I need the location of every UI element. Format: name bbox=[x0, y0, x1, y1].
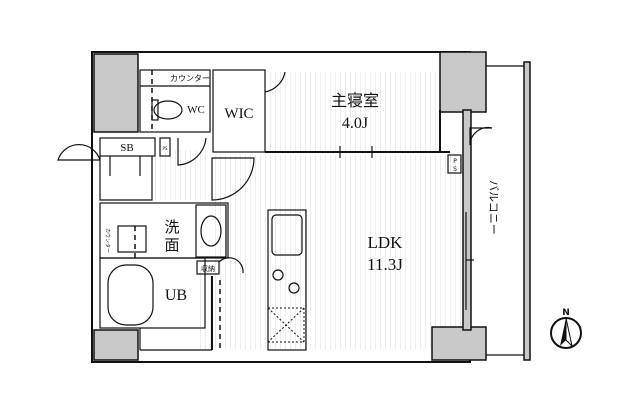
sink-icon bbox=[271, 214, 303, 256]
exterior-wall-right bbox=[462, 109, 472, 331]
ldk-label: LDK bbox=[368, 233, 404, 252]
bedroom-label: 主寝室 bbox=[331, 91, 379, 110]
ub-label: UB bbox=[165, 287, 187, 304]
wc-room bbox=[139, 69, 211, 133]
ldk-door[interactable] bbox=[211, 157, 255, 201]
shoe-box bbox=[99, 137, 156, 157]
entrance-door[interactable] bbox=[57, 144, 101, 161]
column-bottom-right bbox=[431, 326, 487, 361]
sb-label: SB bbox=[120, 142, 133, 154]
washbasin-icon bbox=[200, 215, 222, 247]
wic-door[interactable] bbox=[264, 71, 286, 93]
wc-door[interactable] bbox=[177, 137, 207, 166]
counter-side-label: カウンター bbox=[104, 228, 111, 253]
compass-label: N bbox=[562, 308, 570, 318]
balcony-rail bbox=[523, 61, 531, 361]
stove-burner-icon bbox=[272, 269, 284, 281]
toilet-icon bbox=[153, 100, 183, 120]
washroom-label-2: 面 bbox=[164, 238, 179, 254]
entrance-flooring bbox=[152, 150, 210, 200]
stove-burner-icon bbox=[288, 282, 300, 294]
bathtub-icon bbox=[107, 264, 154, 326]
washing-machine bbox=[117, 225, 147, 253]
unit-bath bbox=[99, 257, 206, 329]
column-top-left bbox=[93, 53, 139, 133]
storage-box bbox=[196, 260, 220, 275]
bedroom-flooring bbox=[265, 72, 440, 152]
balcony-label: バルコニー bbox=[487, 180, 500, 235]
ldk-flooring bbox=[212, 155, 464, 349]
wc-label: WC bbox=[187, 104, 205, 116]
ps-small-label: PS bbox=[163, 146, 168, 151]
fridge-space bbox=[267, 307, 305, 343]
column-top-right bbox=[439, 51, 487, 113]
kitchen-counter bbox=[267, 209, 307, 351]
ps-label-2: S bbox=[453, 166, 457, 173]
counter-label: カウンター bbox=[170, 74, 210, 83]
bedroom-size: 4.0J bbox=[342, 115, 368, 132]
wic-label: WIC bbox=[224, 106, 253, 122]
wic-room bbox=[212, 69, 266, 153]
balcony-door[interactable] bbox=[469, 126, 493, 146]
ps-box bbox=[447, 154, 462, 174]
washroom-label-1: 洗 bbox=[164, 219, 179, 236]
ps-small-box bbox=[159, 137, 171, 157]
ps-label: P bbox=[453, 158, 457, 165]
hall-flooring bbox=[200, 270, 212, 350]
storage-label: 収納 bbox=[201, 264, 215, 273]
north-arrow-icon: N bbox=[550, 308, 582, 349]
ldk-size: 11.3J bbox=[367, 255, 403, 274]
column-bottom-left bbox=[93, 329, 139, 361]
